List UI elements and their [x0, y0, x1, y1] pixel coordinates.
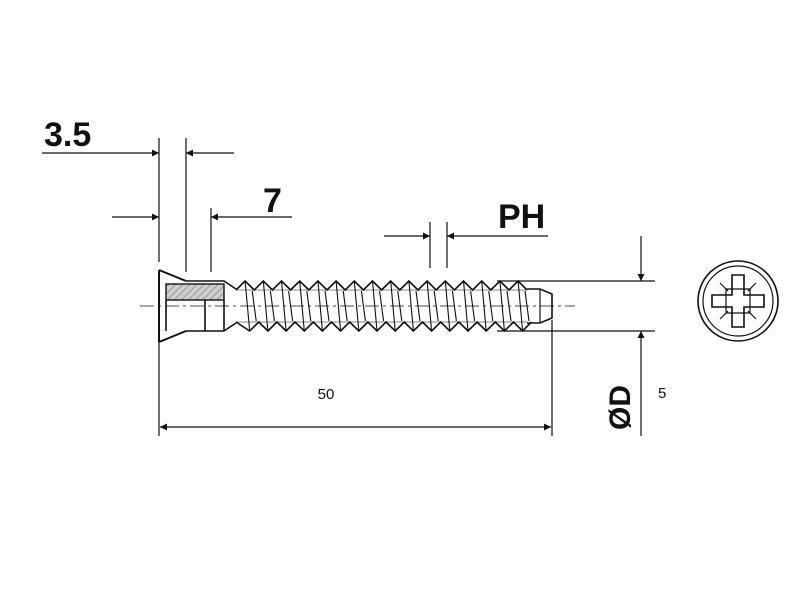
- dimension-head-height: 3.5: [42, 116, 234, 272]
- dimension-pitch: PH: [384, 198, 548, 268]
- dimension-total-length: 50: [158, 320, 553, 436]
- dimension-shank-length: 7: [112, 182, 292, 272]
- screw-body: [140, 269, 575, 343]
- drive-recess-inner-icon: [725, 288, 751, 314]
- head-inner-circle: [702, 265, 774, 337]
- screw-head-end-view: [697, 260, 779, 342]
- dimension-label-diameter: 5: [658, 385, 666, 402]
- dimension-label-head-height: 3.5: [44, 116, 91, 154]
- thread-line-1: [235, 320, 533, 333]
- head-outer-circle: [697, 260, 779, 342]
- drive-cross-icon: [711, 274, 765, 328]
- screw-shank: [165, 280, 237, 332]
- screw-shank-section: [165, 283, 225, 301]
- drive-marks-icon: [719, 282, 757, 320]
- dimension-symbol-diameter: ØD: [604, 385, 637, 430]
- dimension-diameter: ØD 5: [497, 236, 666, 436]
- dimension-label-pitch: PH: [498, 198, 545, 236]
- dimension-label-shank-length: 7: [263, 182, 282, 220]
- dimension-label-total-length: 50: [318, 386, 335, 403]
- thread-line-0: [235, 279, 528, 292]
